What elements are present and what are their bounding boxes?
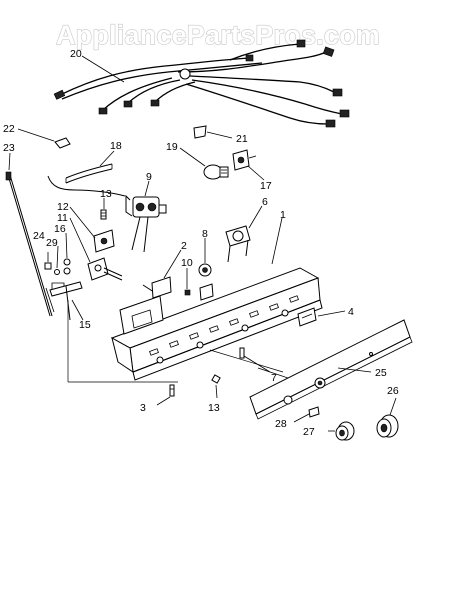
callout-4: 4 — [348, 306, 354, 318]
knob-part-26 — [376, 414, 399, 438]
callout-16: 16 — [54, 223, 66, 235]
watermark-text: AppliancePartsPros.com — [56, 20, 380, 50]
switch-part-4 — [297, 307, 317, 327]
callout-23: 23 — [3, 142, 15, 154]
socket-part-17 — [232, 149, 257, 171]
callout-13-upper: 13 — [100, 188, 112, 200]
light-socket-part-6 — [225, 225, 251, 263]
tube-part-18 — [47, 163, 126, 197]
grommet-part-8 — [198, 263, 212, 277]
clip-part-21 — [193, 125, 207, 139]
callout-3: 3 — [140, 402, 146, 414]
control-part-9 — [125, 194, 167, 253]
callout-15: 15 — [79, 319, 91, 331]
nut-part-24 — [44, 252, 52, 270]
knob-part-27 — [335, 421, 355, 441]
callout-6: 6 — [262, 196, 268, 208]
screw-part-13-lower — [211, 374, 221, 384]
callout-12: 12 — [57, 201, 69, 213]
clip-part-28 — [308, 406, 320, 418]
sensor-part-11 — [87, 257, 123, 281]
front-panel-part-25 — [249, 319, 413, 420]
callout-19: 19 — [166, 141, 178, 153]
washer-part-16 — [63, 258, 71, 275]
callout-9: 9 — [146, 171, 152, 183]
callout-25: 25 — [375, 367, 387, 379]
clip-part-22 — [54, 137, 71, 149]
callout-8: 8 — [202, 228, 208, 240]
light-bulb-part-19 — [203, 164, 229, 180]
screw-part-10 — [184, 289, 191, 296]
callout-11: 11 — [57, 212, 68, 224]
bracket-part-12 — [93, 229, 115, 253]
screw-part-3 — [169, 384, 175, 397]
callout-10: 10 — [181, 257, 193, 269]
callout-21: 21 — [236, 133, 248, 145]
callout-1: 1 — [280, 209, 286, 221]
callout-29: 29 — [46, 237, 58, 249]
callout-18: 18 — [110, 140, 122, 152]
rod-part-23 — [5, 171, 53, 317]
bracket-part-2 — [151, 276, 172, 299]
callout-26: 26 — [387, 385, 399, 397]
callout-17: 17 — [260, 180, 272, 192]
callout-24: 24 — [33, 230, 45, 242]
callout-20: 20 — [70, 48, 82, 60]
callout-27: 27 — [303, 426, 315, 438]
callout-7: 7 — [271, 372, 277, 384]
screw-part-7 — [239, 347, 245, 359]
control-housing-part-1 — [110, 267, 323, 381]
callout-13-lower: 13 — [208, 402, 220, 414]
screw-part-13-upper — [100, 209, 107, 220]
wire-harness-part — [53, 39, 350, 128]
callout-22: 22 — [3, 123, 15, 135]
callout-2: 2 — [181, 240, 187, 252]
callout-28: 28 — [275, 418, 287, 430]
